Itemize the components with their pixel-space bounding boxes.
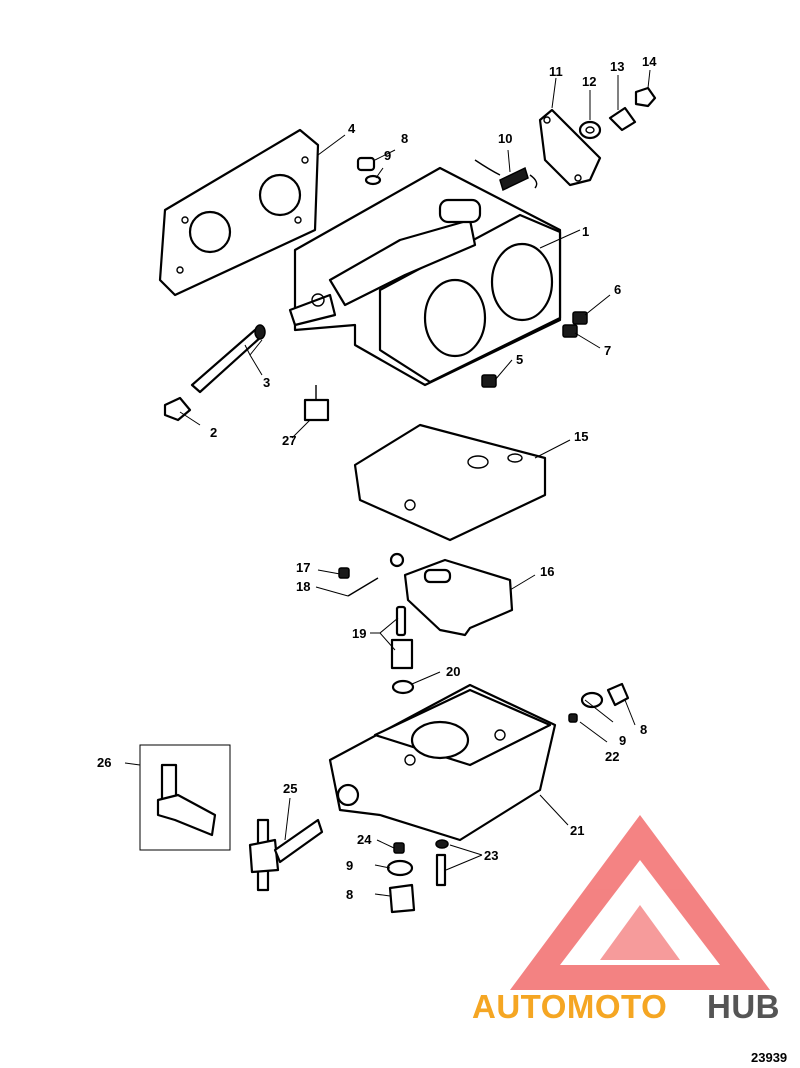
callout-16: 16 bbox=[540, 564, 554, 579]
callout-5: 5 bbox=[516, 352, 523, 367]
callout-11: 11 bbox=[549, 64, 563, 79]
part-washer-20 bbox=[391, 679, 415, 695]
callout-21: 21 bbox=[570, 823, 584, 838]
callout-4: 4 bbox=[348, 121, 356, 136]
part-screw-8-right bbox=[606, 682, 630, 707]
watermark-text: AUTOMOTO HUB bbox=[472, 988, 780, 1025]
watermark-text-hub: HUB bbox=[707, 988, 780, 1025]
callout-2: 2 bbox=[210, 425, 217, 440]
callout-8-top: 8 bbox=[401, 131, 408, 146]
part-washer-9-right bbox=[580, 691, 604, 709]
part-fitting-26 bbox=[139, 744, 231, 851]
callout-labels: 1 2 3 4 5 6 7 8 8 8 9 9 9 10 11 12 13 14… bbox=[97, 54, 657, 902]
part-gasket-middle bbox=[353, 423, 547, 542]
logo-inner-triangle bbox=[600, 905, 680, 960]
watermark-text-automoto: AUTOMOTO bbox=[472, 988, 667, 1025]
part-nut-14 bbox=[634, 86, 657, 108]
part-plug-8-bottom bbox=[388, 883, 416, 914]
part-screw-8-top bbox=[356, 156, 376, 172]
callout-6: 6 bbox=[614, 282, 621, 297]
part-float bbox=[389, 552, 514, 637]
callout-9-top: 9 bbox=[384, 148, 391, 163]
part-fitting-25 bbox=[248, 818, 324, 892]
callout-23: 23 bbox=[484, 848, 498, 863]
part-screw-6 bbox=[572, 311, 588, 325]
watermark-logo bbox=[510, 815, 770, 990]
part-needle-3 bbox=[190, 324, 266, 394]
part-pin-18 bbox=[347, 577, 379, 597]
callout-3: 3 bbox=[263, 375, 270, 390]
callout-13: 13 bbox=[610, 59, 624, 74]
part-throttle-body bbox=[288, 166, 562, 387]
part-washer-9-bottom bbox=[386, 859, 414, 877]
callout-14: 14 bbox=[642, 54, 657, 69]
callout-8-right: 8 bbox=[640, 722, 647, 737]
part-float-bowl bbox=[328, 683, 557, 842]
callout-8-bottom: 8 bbox=[346, 887, 353, 902]
part-gasket-top bbox=[158, 128, 320, 297]
part-screw-7 bbox=[562, 324, 578, 338]
callout-19: 19 bbox=[352, 626, 366, 641]
callout-7: 7 bbox=[604, 343, 611, 358]
callout-20: 20 bbox=[446, 664, 460, 679]
part-lever-11 bbox=[538, 108, 602, 187]
part-spring-10 bbox=[474, 159, 538, 192]
figure-reference-number: 23939 bbox=[751, 1050, 787, 1065]
part-plug-5 bbox=[481, 374, 497, 388]
callout-12: 12 bbox=[582, 74, 596, 89]
callout-24: 24 bbox=[357, 832, 372, 847]
callout-10: 10 bbox=[498, 131, 512, 146]
callout-9-bottom: 9 bbox=[346, 858, 353, 873]
callout-25: 25 bbox=[283, 781, 297, 796]
part-fitting-27 bbox=[303, 385, 330, 422]
callout-26: 26 bbox=[97, 755, 111, 770]
callout-27: 27 bbox=[282, 433, 296, 448]
callout-15: 15 bbox=[574, 429, 588, 444]
logo-triangle-shape bbox=[510, 815, 770, 990]
part-screw-23 bbox=[435, 839, 449, 887]
part-washer-12 bbox=[578, 120, 602, 140]
part-screw-22 bbox=[568, 713, 578, 723]
callout-18: 18 bbox=[296, 579, 310, 594]
leader-lines bbox=[124, 69, 651, 897]
callout-1: 1 bbox=[582, 224, 589, 239]
part-washer-9-top bbox=[364, 174, 382, 186]
part-pin-17 bbox=[338, 567, 350, 579]
part-needle-valve-19 bbox=[390, 605, 414, 670]
callout-17: 17 bbox=[296, 560, 310, 575]
part-clip-13 bbox=[608, 106, 637, 132]
part-screw-24 bbox=[393, 842, 405, 854]
part-cap-2 bbox=[163, 396, 192, 422]
callout-9-right: 9 bbox=[619, 733, 626, 748]
callout-22: 22 bbox=[605, 749, 619, 764]
